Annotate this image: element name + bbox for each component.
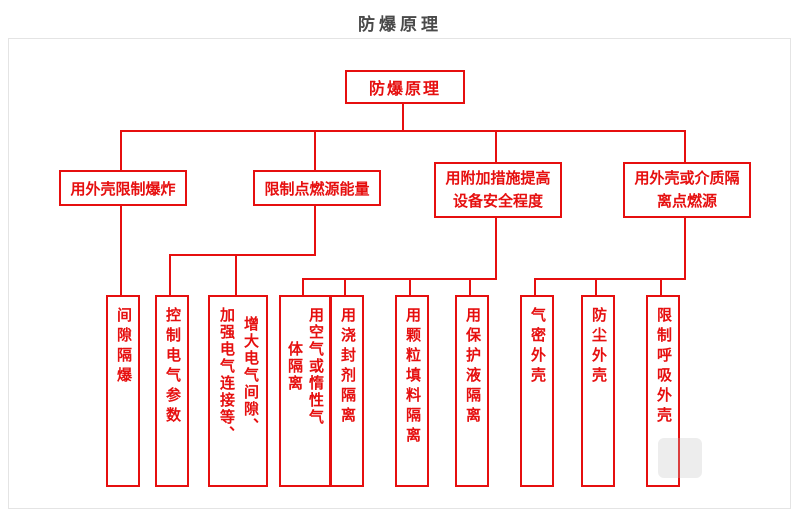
connector-drop-branch4 xyxy=(684,130,686,162)
leaf-node-control-electrical-parameters: 控制电气参数 xyxy=(155,295,189,487)
connector-drop-leaf9 xyxy=(595,278,597,295)
branch-node-additional-measures: 用附加措施提高 设备安全程度 xyxy=(434,162,562,218)
branch-node-enclosure-limit-explosion: 用外壳限制爆炸 xyxy=(59,170,187,206)
leaf-node-airtight-enclosure: 气密外壳 xyxy=(520,295,554,487)
connector-branch2-down xyxy=(314,202,316,256)
connector-drop-leaf6 xyxy=(409,278,411,295)
connector-drop-branch2 xyxy=(314,130,316,170)
leaf-node-granular-filler-isolation: 用颗粒填料隔离 xyxy=(395,295,429,487)
connector-drop-branch3 xyxy=(495,130,497,162)
leaf-node-increase-clearance-strengthen-connections: 增大电气间隙、 加强电气连接等、 xyxy=(208,295,268,487)
connector-root-drop xyxy=(402,100,404,130)
leaf-node-air-inert-gas-isolation: 用空气或惰性气 体隔离 xyxy=(279,295,331,487)
connector-branch1-leaf1 xyxy=(120,202,122,295)
leaf-node-dustproof-enclosure: 防尘外壳 xyxy=(581,295,615,487)
connector-branch3-down xyxy=(495,214,497,280)
branch-node-limit-ignition-energy: 限制点燃源能量 xyxy=(253,170,381,206)
connector-level2-bus xyxy=(120,130,686,132)
connector-branch4-bus xyxy=(534,278,686,280)
leaf-node-restricted-breathing-enclosure: 限制呼吸外壳 xyxy=(646,295,680,487)
connector-drop-leaf10 xyxy=(660,278,662,295)
leaf-node-protective-liquid-isolation: 用保护液隔离 xyxy=(455,295,489,487)
connector-branch3-bus xyxy=(302,278,497,280)
watermark xyxy=(658,438,702,478)
branch-node-enclosure-medium-isolation: 用外壳或介质隔 离点燃源 xyxy=(623,162,751,218)
root-node: 防爆原理 xyxy=(345,70,465,104)
connector-drop-leaf3 xyxy=(235,254,237,295)
connector-drop-leaf7 xyxy=(469,278,471,295)
connector-drop-leaf2 xyxy=(169,254,171,295)
page-title: 防爆原理 xyxy=(358,15,442,34)
connector-drop-branch1 xyxy=(120,130,122,170)
connector-drop-leaf8 xyxy=(534,278,536,295)
leaf-node-gap-flameproof: 间隙隔爆 xyxy=(106,295,140,487)
leaf-node-encapsulant-isolation: 用浇封剂隔离 xyxy=(330,295,364,487)
connector-drop-leaf4 xyxy=(302,278,304,295)
connector-branch4-down xyxy=(684,214,686,280)
connector-branch2-bus xyxy=(169,254,316,256)
connector-drop-leaf5 xyxy=(344,278,346,295)
